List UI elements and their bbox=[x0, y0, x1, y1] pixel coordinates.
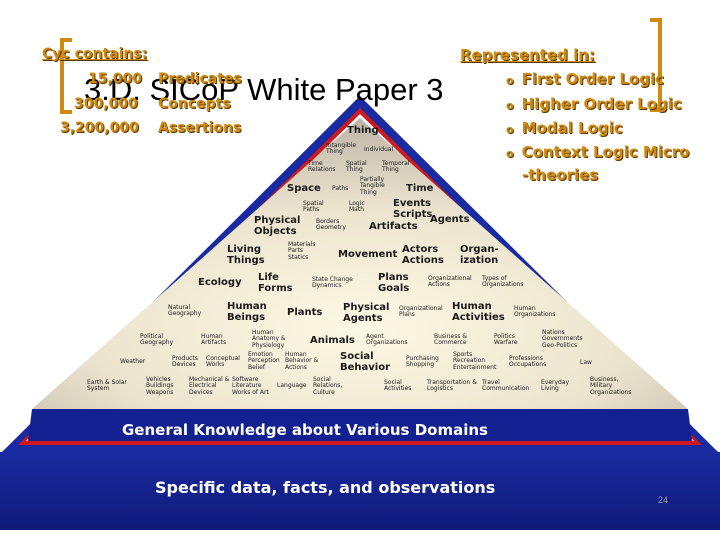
node-actors-actions: Actors Actions bbox=[402, 244, 444, 266]
node-organizational-plans: Organizational Plans bbox=[399, 305, 443, 319]
node-human-anatomy: Human Anatomy & Physiology bbox=[252, 329, 286, 349]
bullet-icon: o bbox=[506, 99, 514, 112]
node-everyday-living: Everyday Living bbox=[541, 379, 570, 393]
node-human-activities: Human Activities bbox=[452, 301, 505, 323]
node-human-beings: Human Beings bbox=[227, 301, 267, 323]
node-law: Law bbox=[580, 359, 592, 366]
node-borders-geometry: Borders Geometry bbox=[316, 218, 346, 232]
node-logic-math: Logic Math bbox=[349, 200, 365, 214]
node-thing: Thing bbox=[347, 125, 379, 136]
logic-item-label: Context Logic Micro bbox=[521, 143, 690, 161]
specific-data-band: Specific data, facts, and observations bbox=[155, 478, 496, 497]
node-physical-agents: Physical Agents bbox=[343, 302, 390, 324]
cyc-stat-label: Assertions bbox=[158, 120, 242, 136]
node-movement: Movement bbox=[338, 249, 398, 260]
node-spatial-paths: Spatial Paths bbox=[303, 200, 324, 214]
bullet-icon: o bbox=[506, 74, 514, 87]
logic-list-item: o Higher Order Logic bbox=[506, 95, 682, 113]
node-vehicles-buildings-weapons: Vehicles Buildings Weapons bbox=[146, 376, 174, 396]
node-emotion-perception-belief: Emotion Perception Belief bbox=[248, 351, 280, 371]
node-organization: Organ- ization bbox=[460, 244, 499, 266]
node-temporal-thing: Temporal Thing bbox=[382, 160, 410, 174]
node-individual: Individual bbox=[364, 146, 394, 153]
node-social-behavior: Social Behavior bbox=[340, 351, 391, 373]
logic-list-item: o Modal Logic bbox=[506, 119, 623, 137]
node-ecology: Ecology bbox=[198, 277, 242, 288]
node-spatial-thing: Spatial Thing bbox=[346, 160, 367, 174]
logic-item-label: Higher Order Logic bbox=[521, 95, 682, 113]
node-sports-recreation: Sports Recreation Entertainment bbox=[453, 351, 497, 371]
bullet-icon: o bbox=[506, 147, 514, 160]
page-number: 24 bbox=[657, 495, 668, 505]
node-travel-communication: Travel Communication bbox=[482, 379, 530, 393]
node-state-change-dynamics: State Change Dynamics bbox=[312, 276, 353, 290]
node-agent-organizations: Agent Organizations bbox=[366, 333, 408, 347]
node-social-relations-culture: Social Relations, Culture bbox=[313, 376, 343, 396]
node-human-organizations: Human Organizations bbox=[514, 305, 556, 319]
node-types-of-organizations: Types of Organizations bbox=[482, 275, 524, 289]
general-knowledge-band: General Knowledge about Various Domains bbox=[122, 421, 488, 439]
node-agents: Agents bbox=[430, 214, 470, 225]
node-purchasing-shopping: Purchasing Shopping bbox=[406, 355, 439, 369]
node-professions-occupations: Professions Occupations bbox=[509, 355, 547, 369]
node-natural-geography: Natural Geography bbox=[168, 304, 202, 318]
node-partially-tangible-thing: Partially Tangible Thing bbox=[360, 176, 385, 196]
node-organizational-actions: Organizational Actions bbox=[428, 275, 472, 289]
node-intangible-thing: Intangible Thing bbox=[326, 142, 357, 156]
specific-data-band-shape bbox=[0, 452, 720, 530]
pyramid-body bbox=[32, 118, 688, 409]
logic-list-item: o Context Logic Micro bbox=[506, 143, 690, 161]
node-artifacts: Artifacts bbox=[369, 221, 418, 232]
node-conceptual-works: Conceptual Works bbox=[206, 355, 240, 369]
logic-item-continuation: -theories bbox=[522, 166, 599, 184]
node-business-commerce: Business & Commerce bbox=[434, 333, 468, 347]
node-social-activities: Social Activities bbox=[384, 379, 412, 393]
node-materials-parts-statics: Materials Parts Statics bbox=[288, 241, 316, 261]
node-time: Time bbox=[406, 183, 434, 194]
logic-item-label: First Order Logic bbox=[521, 70, 664, 88]
node-software-literature: Software Literature Works of Art bbox=[232, 376, 269, 396]
cyc-stat-label: Predicates bbox=[158, 71, 242, 87]
node-mechanical-devices: Mechanical & Electrical Devices bbox=[189, 376, 230, 396]
node-language: Language bbox=[277, 382, 307, 389]
node-human-behavior-actions: Human Behavior & Actions bbox=[285, 351, 319, 371]
right-bracket-icon bbox=[650, 18, 662, 112]
node-plants: Plants bbox=[287, 307, 323, 318]
cyc-stat-number: 3,200,000 bbox=[60, 120, 139, 136]
general-knowledge-band-shape bbox=[28, 409, 692, 441]
node-political-geography: Political Geography bbox=[140, 333, 174, 347]
bullet-icon: o bbox=[506, 123, 514, 136]
left-bracket-icon bbox=[60, 38, 72, 114]
node-human-artifacts: Human Artifacts bbox=[201, 333, 227, 347]
cyc-contains-heading: Cyc contains: bbox=[42, 46, 148, 62]
node-events-scripts: Events Scripts bbox=[393, 198, 433, 220]
node-animals: Animals bbox=[310, 335, 355, 346]
node-paths: Paths bbox=[332, 185, 349, 192]
node-business-military-organizations: Business, Military Organizations bbox=[590, 376, 632, 396]
node-weather: Weather bbox=[120, 358, 146, 365]
logic-list-item: o First Order Logic bbox=[506, 70, 664, 88]
slide-title: 3.D. SICoP White Paper 3 bbox=[84, 72, 444, 107]
node-space: Space bbox=[287, 183, 321, 194]
cyc-stat-number: 15,000 bbox=[88, 71, 143, 87]
node-time-relations: Time Relations bbox=[308, 160, 336, 174]
logic-item-label: Modal Logic bbox=[521, 119, 623, 137]
node-earth-solar-system: Earth & Solar System bbox=[87, 379, 127, 393]
node-life-forms: Life Forms bbox=[258, 272, 293, 294]
node-plans-goals: Plans Goals bbox=[378, 272, 410, 294]
node-transportation-logistics: Transportation & Logistics bbox=[427, 379, 477, 393]
node-nations-governments: Nations Governments Geo-Politics bbox=[542, 329, 583, 349]
node-products-devices: Products Devices bbox=[172, 355, 198, 369]
cyc-stat-label: Concepts bbox=[158, 96, 231, 112]
cyc-stat-number: 300,000 bbox=[74, 96, 138, 112]
node-politics-warfare: Politics Warfare bbox=[494, 333, 518, 347]
node-living-things: Living Things bbox=[227, 244, 265, 266]
represented-in-heading: Represented in: bbox=[460, 46, 595, 64]
node-physical-objects: Physical Objects bbox=[254, 215, 301, 237]
